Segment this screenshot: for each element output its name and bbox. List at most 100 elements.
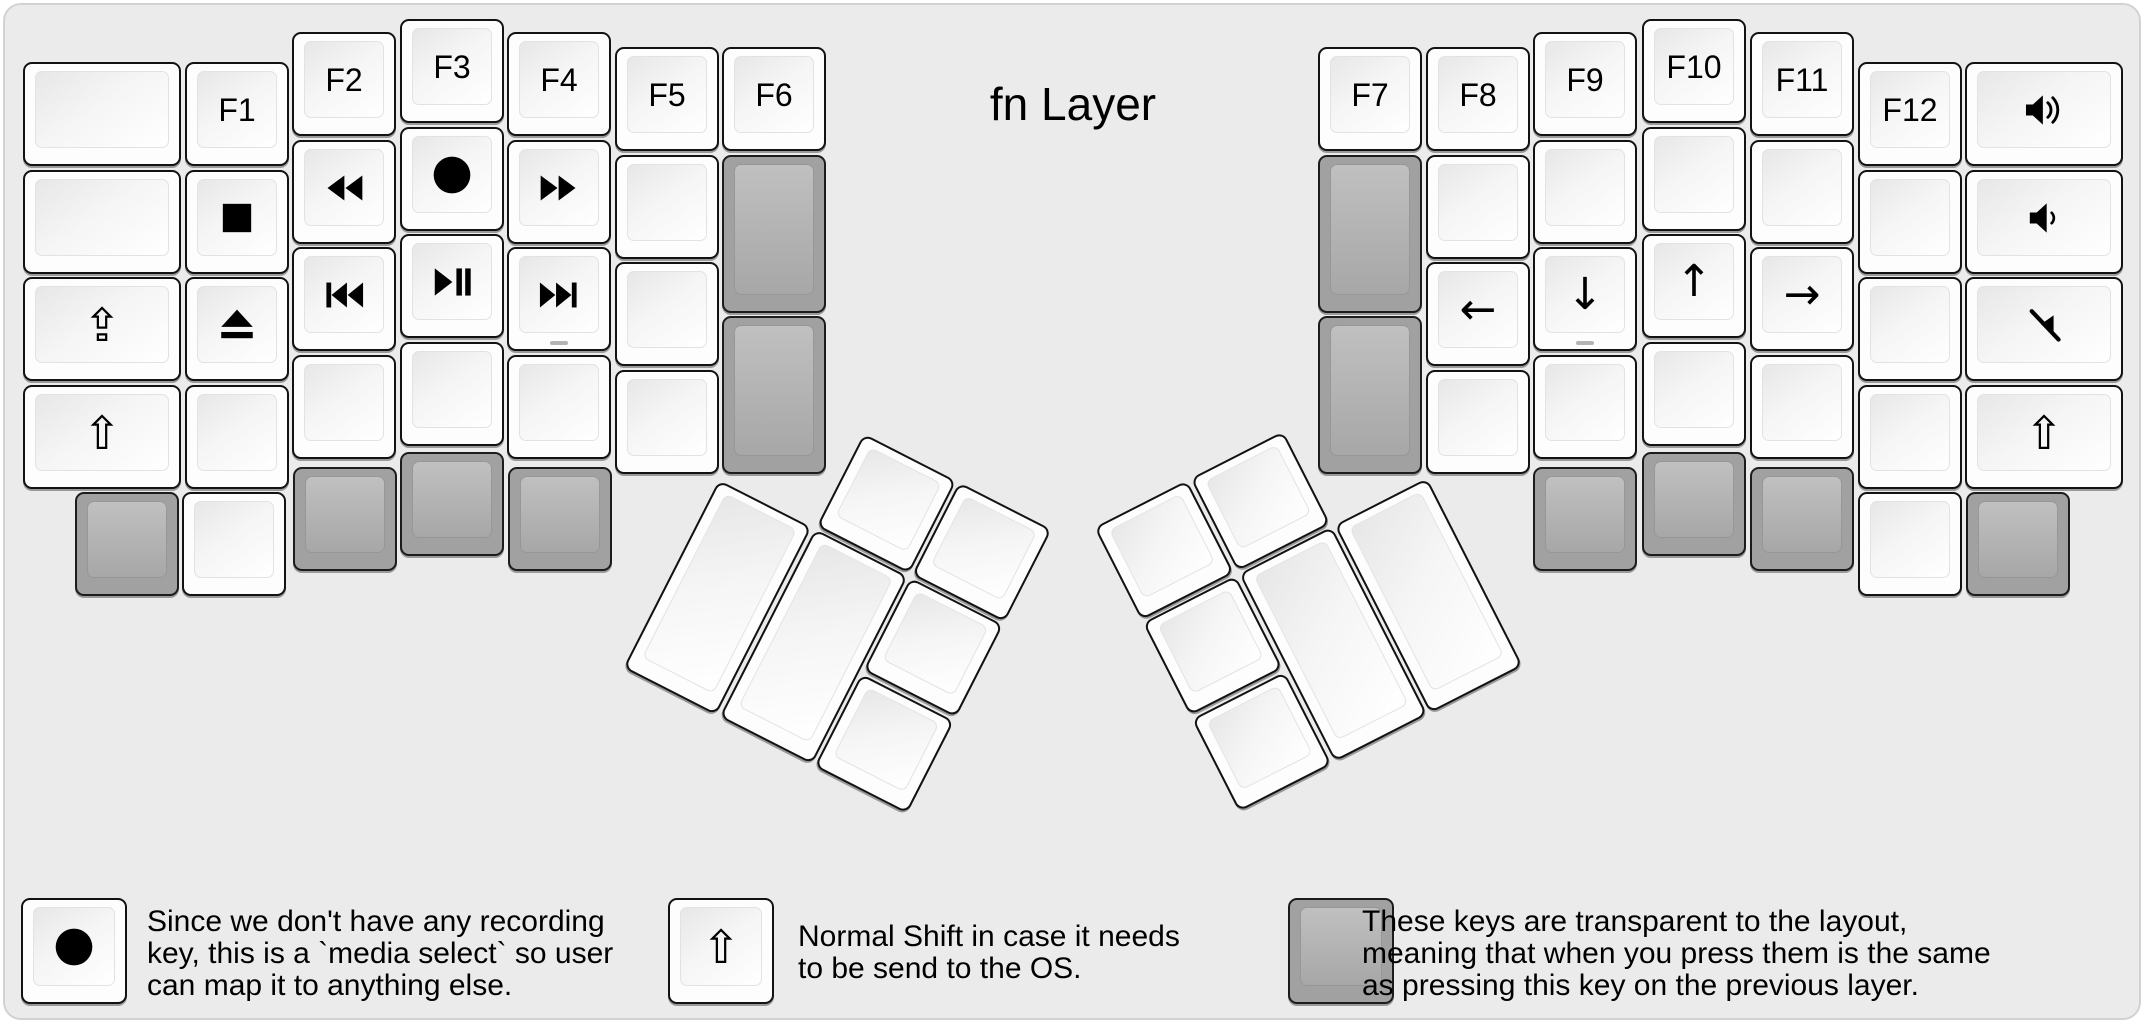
key-arrow-right[interactable]: → [1750,247,1854,351]
key-play-pause[interactable] [400,234,504,338]
key-fast-forward[interactable] [507,140,611,244]
key-blank[interactable] [1858,277,1962,381]
key-f12[interactable]: F12 [1858,62,1962,166]
keycap-face [1870,394,1950,471]
key-f10[interactable]: F10 [1642,19,1746,123]
key-blank[interactable] [1533,140,1637,244]
key-f2[interactable]: F2 [292,32,396,136]
legend-text-record: Since we don't have any recording key, t… [147,905,614,1002]
key-volume-down[interactable] [1965,170,2123,274]
key-prev-track[interactable] [292,247,396,351]
key-volume-up[interactable] [1965,62,2123,166]
key-blank[interactable] [1750,355,1854,459]
key-blank[interactable] [1642,342,1746,446]
key-f9[interactable]: F9 [1533,32,1637,136]
key-arrow-left[interactable]: ← [1426,262,1530,366]
key-transparent[interactable] [1966,492,2070,596]
key-blank[interactable] [615,155,719,259]
key-f8[interactable]: F8 [1426,47,1530,151]
keycap-face: F11 [1762,41,1842,118]
key-transparent[interactable] [293,467,397,571]
key-blank[interactable] [1858,492,1962,596]
key-transparent[interactable] [508,467,612,571]
key-blank[interactable] [1858,385,1962,489]
keycap-face: F10 [1654,28,1734,105]
key-transparent[interactable] [722,316,826,474]
key-transparent[interactable] [1318,155,1422,313]
key-blank[interactable] [182,492,286,596]
key-eject[interactable] [185,277,289,381]
keycap-face [519,364,599,441]
key-label: F10 [1666,48,1722,85]
keycap-face: F7 [1330,56,1410,133]
keycap-face [304,256,384,333]
key-arrow-down[interactable]: ↓ [1533,247,1637,351]
keycap-face [194,501,274,578]
keycap-face: F9 [1545,41,1625,118]
key-arrow-up[interactable]: ↑ [1642,234,1746,338]
keycap-face [35,71,169,148]
key-next-track[interactable] [507,247,611,351]
key-transparent[interactable] [722,155,826,313]
keycap-face: ⇧ [1977,394,2111,471]
key-shift-right[interactable]: ⇧ [1965,385,2123,489]
key-blank[interactable] [1426,155,1530,259]
keycap-face: ⇧ [35,394,169,471]
key-f1[interactable]: F1 [185,62,289,166]
keycap-face [304,149,384,226]
key-stop[interactable] [185,170,289,274]
key-label: F2 [325,61,363,98]
key-f11[interactable]: F11 [1750,32,1854,136]
keycap-face: F4 [519,41,599,118]
key-shift-lock[interactable]: ⇪ [23,277,181,381]
key-blank[interactable] [400,342,504,446]
keycap-face [519,256,599,333]
key-rewind[interactable] [292,140,396,244]
key-transparent[interactable] [1533,467,1637,571]
keycap-face [1870,286,1950,363]
key-blank[interactable] [1858,170,1962,274]
key-label: ← [1459,283,1497,335]
key-record[interactable] [400,127,504,231]
key-transparent[interactable] [1318,316,1422,474]
key-f4[interactable]: F4 [507,32,611,136]
keycap-face [931,495,1038,601]
keycap-face [734,164,814,295]
keycap-face: F6 [734,56,814,133]
key-blank[interactable] [1750,140,1854,244]
key-blank[interactable] [615,262,719,366]
keycap-face [1545,364,1625,441]
key-label: F5 [648,76,686,113]
key-transparent[interactable] [75,492,179,596]
key-record-sample [21,898,127,1004]
key-blank[interactable] [292,355,396,459]
key-blank[interactable] [1426,370,1530,474]
key-f7[interactable]: F7 [1318,47,1422,151]
keycap-face [1545,476,1625,553]
key-transparent[interactable] [1642,452,1746,556]
key-blank[interactable] [1642,127,1746,231]
key-f6[interactable]: F6 [722,47,826,151]
key-blank[interactable] [1533,355,1637,459]
key-label: ⇧ [701,919,741,974]
keycap-face [882,591,989,697]
key-mute[interactable] [1965,277,2123,381]
key-label: F12 [1882,91,1938,128]
key-label: F7 [1351,76,1389,113]
keycap-face [1977,179,2111,256]
key-transparent[interactable] [400,452,504,556]
key-blank[interactable] [23,170,181,274]
key-blank[interactable] [185,385,289,489]
key-blank[interactable] [615,370,719,474]
key-blank[interactable] [507,355,611,459]
key-f3[interactable]: F3 [400,19,504,123]
eject-icon [215,303,259,347]
key-transparent[interactable] [1750,467,1854,571]
keycap-face [33,907,115,986]
key-shift-left[interactable]: ⇧ [23,385,181,489]
key-label: ↑ [1675,255,1713,307]
key-f5[interactable]: F5 [615,47,719,151]
keycap-face [1204,444,1311,550]
key-blank[interactable] [23,62,181,166]
